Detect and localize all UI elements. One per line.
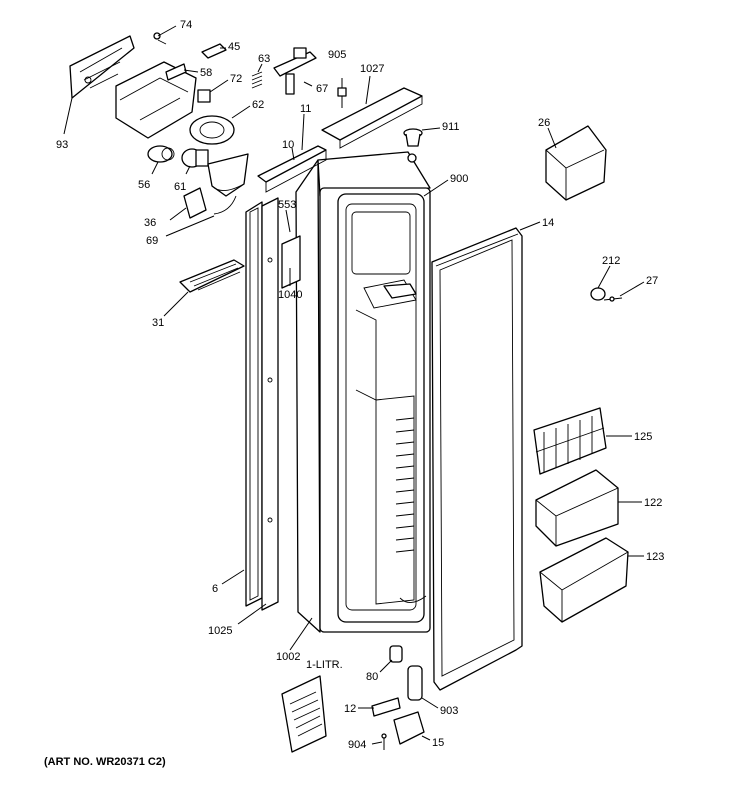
door-gasket	[431, 227, 523, 691]
label-911: 911	[442, 121, 460, 133]
label-56: 56	[138, 179, 150, 191]
label-12: 12	[344, 703, 356, 715]
fitting-80	[389, 645, 403, 663]
door-inner-liner	[337, 153, 427, 623]
bin-26	[545, 125, 607, 201]
label-1025: 1025	[208, 625, 232, 637]
label-903: 903	[440, 705, 458, 717]
label-58: 58	[200, 67, 212, 79]
leader-lines	[63, 25, 645, 745]
switch-72	[197, 89, 211, 103]
label-11: 11	[300, 103, 311, 115]
drip-grille-31	[179, 259, 245, 293]
label-212: 212	[602, 255, 620, 267]
label-63: 63	[258, 53, 270, 65]
label-69: 69	[146, 235, 158, 247]
dispenser-housing	[115, 61, 197, 139]
wire-69	[213, 195, 237, 215]
solenoid-56	[147, 145, 175, 163]
label-14: 14	[542, 217, 554, 229]
bracket-45	[201, 43, 227, 59]
label-553: 553	[278, 199, 296, 211]
label-80: 80	[366, 671, 378, 683]
label-904: 904	[348, 739, 366, 751]
label-1040: 1040	[278, 289, 302, 301]
channel-10	[257, 145, 327, 193]
label-905: 905	[328, 49, 346, 61]
label-1002: 1002	[276, 651, 300, 663]
label-1-litr: 1-LITR.	[306, 659, 343, 671]
label-67: 67	[316, 83, 328, 95]
label-31: 31	[152, 317, 164, 329]
motor-62	[189, 115, 235, 145]
top-trim-1027	[321, 87, 423, 149]
part-labels: 74 45 58 63 72 67 905 1027 93 62 11 911 …	[56, 19, 664, 751]
label-1027: 1027	[360, 63, 384, 75]
art-number: (ART NO. WR20371 C2)	[44, 756, 166, 768]
screw-905	[337, 87, 347, 108]
label-26: 26	[538, 117, 550, 129]
clip-12	[371, 697, 401, 717]
label-27: 27	[646, 275, 658, 287]
dispenser-panel-93	[69, 35, 135, 99]
holder-36	[183, 187, 207, 219]
manual-literature	[281, 675, 327, 753]
label-45: 45	[228, 41, 240, 53]
wire-74	[153, 32, 167, 45]
bushing-911	[403, 128, 423, 147]
funnel	[207, 153, 249, 197]
filter-903	[407, 665, 423, 701]
label-123: 123	[646, 551, 664, 563]
label-74: 74	[180, 19, 192, 31]
cap-212	[590, 287, 606, 301]
screw-27	[603, 296, 623, 302]
label-72: 72	[230, 73, 242, 85]
label-6: 6	[212, 583, 218, 595]
door-bin-123	[539, 537, 629, 623]
side-trim-6	[245, 201, 263, 607]
label-62: 62	[252, 99, 264, 111]
clip-58	[165, 63, 187, 81]
side-trim-1025	[261, 197, 279, 611]
wire-shelf-125	[533, 407, 607, 475]
door-bin-122	[535, 469, 619, 547]
liner-ribs	[395, 417, 415, 553]
solenoid-61	[181, 148, 209, 168]
label-900: 900	[450, 173, 468, 185]
valve-15	[393, 711, 425, 745]
label-36: 36	[144, 217, 156, 229]
screw-904	[381, 733, 387, 750]
label-122: 122	[644, 497, 662, 509]
label-61: 61	[174, 181, 186, 193]
hinge-67	[273, 47, 317, 95]
spring-63	[251, 71, 263, 89]
bracket-1040	[281, 235, 301, 289]
label-15: 15	[432, 737, 444, 749]
label-10: 10	[282, 139, 294, 151]
label-93: 93	[56, 139, 68, 151]
label-125: 125	[634, 431, 652, 443]
